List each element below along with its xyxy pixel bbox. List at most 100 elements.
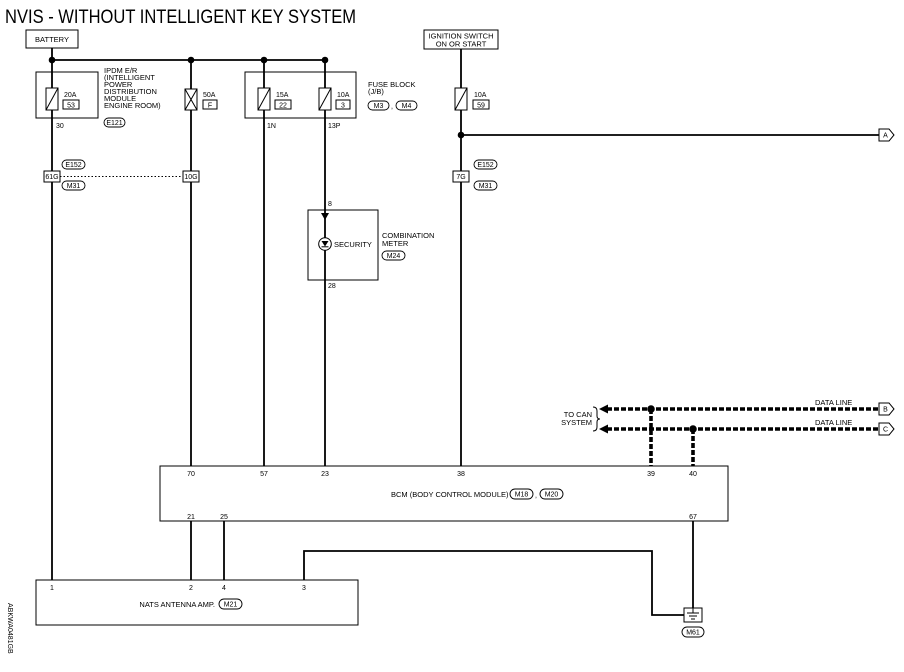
meter-label-line: COMBINATION: [382, 231, 434, 240]
bcm-connector-separator: ,: [535, 493, 537, 500]
ignition-switch-label-line: IGNITION SWITCH: [429, 32, 494, 41]
data-line-label: DATA LINE: [815, 398, 852, 407]
ipdm-label-line: MODULE: [104, 94, 136, 103]
bcm-connector-oval: [509, 488, 534, 500]
ground-connector-oval: [681, 626, 705, 638]
fuse-block-label-line: FUSE BLOCK: [368, 80, 416, 89]
fuse-icon-slash: [257, 87, 271, 111]
splice-dot: [647, 405, 655, 413]
bcm-terminal: 25: [220, 514, 228, 521]
off-page-connector-c-label: C: [883, 427, 888, 434]
bcm-box: [159, 465, 729, 522]
connector-oval: [473, 159, 498, 170]
bcm-terminal: 67: [689, 514, 697, 521]
ipdm-connector-oval: [103, 117, 126, 128]
combination-meter-box: [307, 209, 379, 281]
fuse-block-label-line: (J/B): [368, 87, 384, 96]
off-page-connector-a-label: A: [883, 133, 888, 140]
can-data-lines: [599, 404, 879, 466]
off-page-connector-b-label: B: [883, 407, 888, 414]
bcm-terminal: 40: [689, 471, 697, 478]
ipdm-label-line: (INTELLIGENT: [104, 73, 155, 82]
fuse-22-rating: 15A: [276, 92, 289, 99]
figure-id: ABKWA0481GB: [6, 603, 13, 654]
connector-terminal-box: [43, 170, 61, 183]
connector-oval: [61, 159, 86, 170]
nats-terminal: 2: [189, 585, 193, 592]
splice-dot: [457, 131, 465, 139]
bcm-connector-id: M18: [515, 492, 529, 499]
fuse-3-number-box: [335, 99, 351, 110]
connector-id-e152: E152: [477, 162, 493, 169]
ignition-switch-box: [423, 29, 499, 50]
nats-terminal: 4: [222, 585, 226, 592]
bcm-terminal: 39: [647, 471, 655, 478]
meter-label-line: METER: [382, 239, 409, 248]
battery-box: [25, 29, 79, 49]
connector-terminal-61g: 61G: [45, 174, 58, 181]
bcm-terminal: 70: [187, 471, 195, 478]
ipdm-terminal: 30: [56, 123, 64, 130]
wire-nats-3-to-ground: [303, 550, 684, 616]
connector-id-e152: E152: [65, 162, 81, 169]
connector-id-m31: M31: [67, 183, 81, 190]
splice-dot: [321, 56, 329, 64]
can-label-line: TO CAN: [564, 410, 592, 419]
security-indicator-label: SECURITY: [334, 240, 372, 249]
data-line-b-arrow-icon: [599, 404, 608, 414]
splice-dot: [260, 56, 268, 64]
fusible-link-number-box: [202, 99, 218, 110]
splice-dot: [187, 56, 195, 64]
fuse-22-terminal: 1N: [267, 123, 276, 130]
connector-terminal-10g: 10G: [184, 174, 197, 181]
fuse-3-terminal: 13P: [328, 123, 341, 130]
ipdm-fuse-rating: 20A: [64, 92, 77, 99]
nats-terminal: 1: [50, 585, 54, 592]
splice-dot: [48, 56, 56, 64]
data-line-label: DATA LINE: [815, 418, 852, 427]
ipdm-fuse-number-box: [62, 99, 80, 110]
wire-layer: [51, 48, 879, 616]
fuse-icon-slash: [318, 87, 332, 111]
fuse-block-connector-separator: ,: [391, 104, 393, 111]
splice-dots: [48, 56, 697, 433]
ignition-fuse-rating: 10A: [474, 92, 487, 99]
ipdm-fuse-number: 53: [67, 103, 75, 110]
ignition-fuse-number-box: [472, 99, 490, 110]
ipdm-label-line: POWER: [104, 80, 133, 89]
connector-terminal-box: [452, 170, 470, 183]
fusible-link-number: F: [208, 103, 212, 110]
ignition-switch-label-line: ON OR START: [436, 40, 487, 49]
nats-antenna-amp-box: [35, 579, 359, 626]
off-page-connector-a: [878, 128, 895, 142]
ipdm-box: [35, 71, 99, 119]
off-page-connector-b: [878, 402, 895, 416]
fuse-22-number: 22: [279, 103, 287, 110]
ipdm-label-line: DISTRIBUTION: [104, 87, 157, 96]
fuse-block-connector-id: M4: [402, 103, 412, 110]
nats-connector-id: M21: [224, 602, 238, 609]
ground-connector-id: M61: [686, 630, 700, 637]
fusible-link-rating: 50A: [203, 92, 216, 99]
nats-label: NATS ANTENNA AMP.: [139, 600, 215, 609]
fuse-3-rating: 10A: [337, 92, 350, 99]
connector-oval: [473, 180, 498, 191]
bcm-terminal: 23: [321, 471, 329, 478]
meter-terminal-in: 8: [328, 201, 332, 208]
ignition-fuse-number: 59: [477, 103, 485, 110]
fuse-22-number-box: [274, 99, 292, 110]
battery-label: BATTERY: [35, 35, 69, 44]
ipdm-label-line: IPDM E/R: [104, 66, 138, 75]
terminal-arrow-icon: [321, 213, 329, 220]
ipdm-label-line: ENGINE ROOM): [104, 101, 161, 110]
bcm-terminal: 57: [260, 471, 268, 478]
connector-oval: [61, 180, 86, 191]
fuse-icon-slash: [454, 87, 468, 111]
nats-terminal: 3: [302, 585, 306, 592]
diagram-title: NVIS - WITHOUT INTELLIGENT KEY SYSTEM: [5, 7, 356, 28]
meter-connector-id: M24: [387, 253, 401, 260]
bcm-connector-oval: [539, 488, 564, 500]
off-page-connector-c: [878, 422, 895, 436]
fuse-icon-slash: [45, 87, 59, 111]
